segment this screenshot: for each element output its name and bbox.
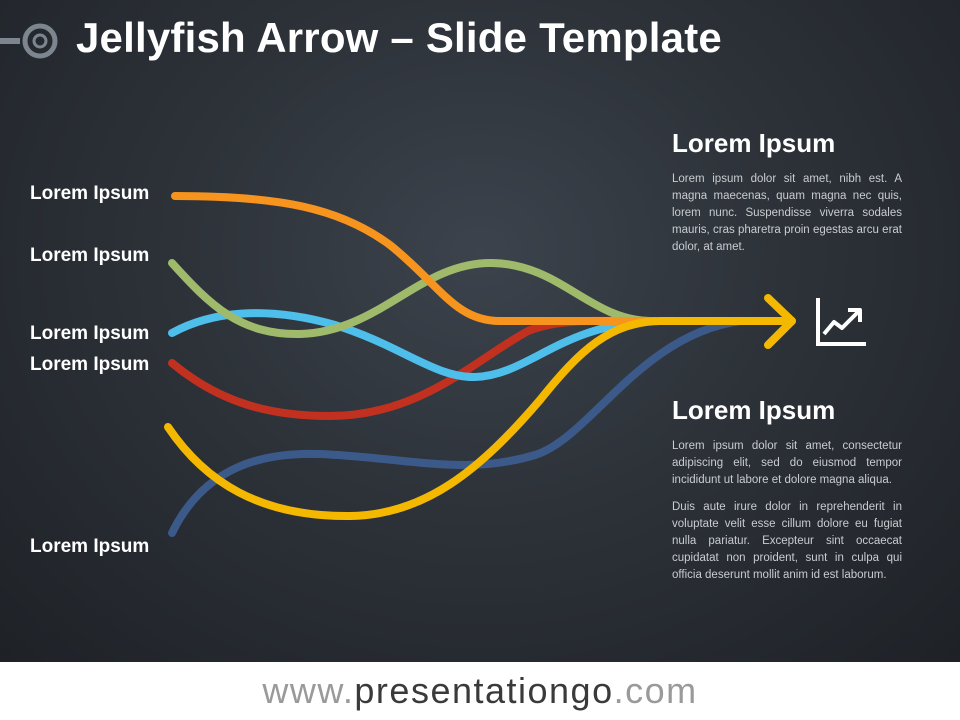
info-bottom-heading: Lorem Ipsum bbox=[672, 395, 836, 425]
info-block-top: Lorem Ipsum Lorem ipsum dolor sit amet, … bbox=[672, 128, 902, 266]
info-top-heading: Lorem Ipsum bbox=[672, 128, 836, 158]
curve-navy bbox=[168, 317, 744, 537]
curve-green bbox=[168, 258, 654, 339]
left-label-5: Lorem Ipsum bbox=[30, 536, 150, 557]
curve-orange bbox=[171, 192, 654, 325]
slide-title: Jellyfish Arrow – Slide Template bbox=[76, 14, 722, 61]
info-bottom-text-2: Duis aute irure dolor in reprehenderit i… bbox=[672, 501, 902, 581]
arrow-shaft bbox=[164, 317, 796, 521]
left-label-3: Lorem Ipsum bbox=[30, 323, 150, 344]
curve-blue bbox=[168, 309, 659, 382]
footer-url[interactable]: www.presentationgo.com bbox=[0, 662, 960, 720]
slide-canvas: Jellyfish Arrow – Slide Template Lorem I… bbox=[0, 0, 960, 662]
left-label-4: Lorem Ipsum bbox=[30, 354, 150, 375]
line-chart-icon bbox=[816, 298, 866, 346]
info-bottom-text-1: Lorem ipsum dolor sit amet, consectetur … bbox=[672, 440, 902, 486]
left-label-1: Lorem Ipsum bbox=[30, 183, 150, 204]
footer-url-prefix: www. bbox=[262, 670, 355, 711]
ring-logo-icon bbox=[0, 23, 58, 59]
footer-url-brand: presentationgo bbox=[354, 670, 614, 711]
arrow-head bbox=[764, 294, 796, 349]
info-top-text: Lorem ipsum dolor sit amet, nibh est. A … bbox=[672, 173, 902, 253]
left-label-2: Lorem Ipsum bbox=[30, 245, 150, 266]
info-block-bottom: Lorem Ipsum Lorem ipsum dolor sit amet, … bbox=[672, 395, 902, 594]
footer-url-suffix: .com bbox=[613, 670, 698, 711]
jellyfish-arrow-diagram bbox=[164, 192, 796, 537]
